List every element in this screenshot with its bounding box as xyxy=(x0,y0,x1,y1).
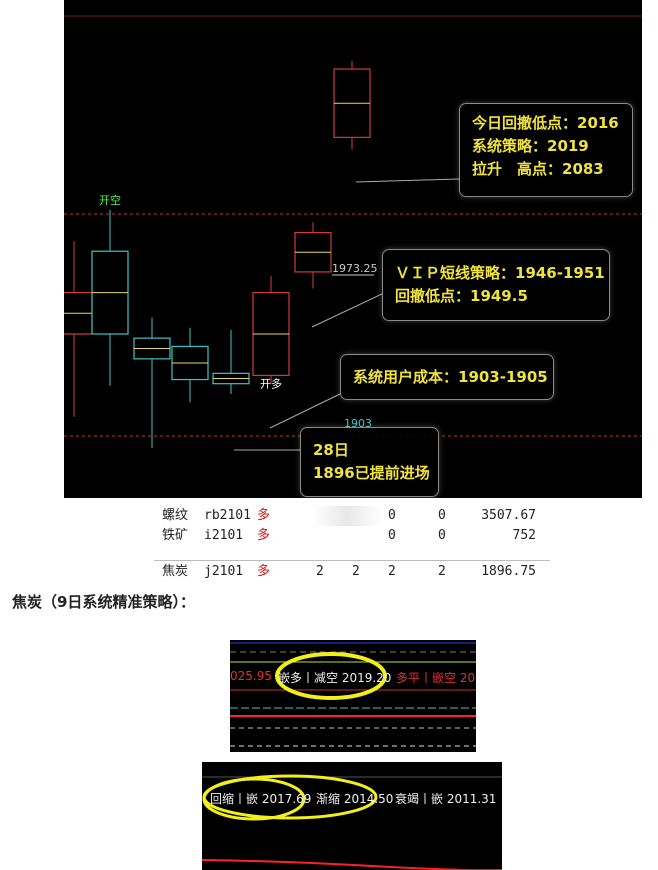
table-row: 螺纹 rb2101 多 0 0 3507.67 xyxy=(154,506,550,526)
table-divider xyxy=(154,546,550,561)
highlight-ring xyxy=(275,652,387,700)
position-table: 螺纹 rb2101 多 0 0 3507.67 铁矿 i2101 多 0 0 7… xyxy=(154,506,550,582)
product-name: 铁矿 xyxy=(162,528,189,543)
callout-user-cost: 系统用户成本：1903-1905 xyxy=(340,354,554,400)
callout-line: 28日 xyxy=(313,441,349,459)
panel1-text-a: 嵌多丨减空 2019.20 xyxy=(278,671,392,685)
callout-line: 系统策略：2019 xyxy=(472,137,589,155)
product-name: 焦炭 xyxy=(162,564,189,579)
indicator-panel-1: 025.95 嵌多丨减空 2019.20 多平丨嵌空 20 xyxy=(230,640,476,752)
col4: 0 xyxy=(438,528,446,543)
signal-marker: 开空 xyxy=(99,193,121,207)
panel2-text-a: 回缩丨嵌 2017.69 xyxy=(210,792,312,806)
callout-vip-strategy: ＶＩＰ短线策略：1946-1951 回撤低点：1949.5 xyxy=(382,249,610,321)
contract-code: j2101 xyxy=(204,564,244,579)
panel1-text-b: 多平丨嵌空 20 xyxy=(396,671,476,685)
contract-code: i2101 xyxy=(204,528,244,543)
leader-cost xyxy=(269,393,341,429)
callout-line: 1896已提前进场 xyxy=(313,464,430,482)
indicator-panel-2: 回缩丨嵌 2017.69 渐缩 2014.50 衰竭丨嵌 2011.31 xyxy=(202,762,502,870)
leader-top xyxy=(355,178,460,183)
main-candlestick-chart: 开空开多 1973.25 1903 今日回撤低点：2016 系统策略：2019 … xyxy=(64,0,642,498)
col3: 0 xyxy=(388,508,396,523)
blurred-cell xyxy=(312,506,382,526)
leader-vip xyxy=(311,293,383,328)
signal-marker: 开多 xyxy=(260,376,282,390)
panel2-text-b: 渐缩 2014.50 xyxy=(316,792,394,806)
callout-early-entry: 28日 1896已提前进场 xyxy=(300,427,439,497)
callout-line: 系统用户成本：1903-1905 xyxy=(353,368,548,386)
callout-line: ＶＩＰ短线策略：1946-1951 xyxy=(395,264,605,282)
panel2-text-c: 衰竭丨嵌 2011.31 xyxy=(395,792,497,806)
value-cell: 1896.75 xyxy=(481,564,536,579)
callout-line: 拉升 高点：2083 xyxy=(472,160,604,178)
panel2-lines xyxy=(202,774,502,870)
callout-leader-lines xyxy=(234,178,460,451)
col1: 2 xyxy=(316,564,324,579)
callout-line: 今日回撤低点：2016 xyxy=(472,114,619,132)
direction: 多 xyxy=(257,528,271,543)
callout-line: 回撤低点：1949.5 xyxy=(395,287,528,305)
col3: 0 xyxy=(388,528,396,543)
col3: 2 xyxy=(388,564,396,579)
direction: 多 xyxy=(257,564,271,579)
high-price-marker: 1973.25 xyxy=(332,262,378,275)
table-row: 铁矿 i2101 多 0 0 752 xyxy=(154,526,550,546)
highlight-ring xyxy=(202,777,306,821)
panel1-left-value: 025.95 xyxy=(230,669,272,683)
table-row: 焦炭 j2101 多 2 2 2 2 1896.75 xyxy=(154,562,550,582)
col4: 0 xyxy=(438,508,446,523)
section-heading: 焦炭（9日系统精准策略）： xyxy=(12,593,195,611)
col4: 2 xyxy=(438,564,446,579)
direction: 多 xyxy=(257,508,271,523)
low-price-marker: 1903 xyxy=(344,417,372,430)
value-cell: 3507.67 xyxy=(481,508,536,523)
panel1-lines xyxy=(230,642,476,747)
col2: 2 xyxy=(352,564,360,579)
product-name: 螺纹 xyxy=(162,508,189,523)
callout-today-retrace: 今日回撤低点：2016 系统策略：2019 拉升 高点：2083 xyxy=(459,103,633,197)
contract-code: rb2101 xyxy=(204,508,251,523)
value-cell: 752 xyxy=(512,528,536,543)
